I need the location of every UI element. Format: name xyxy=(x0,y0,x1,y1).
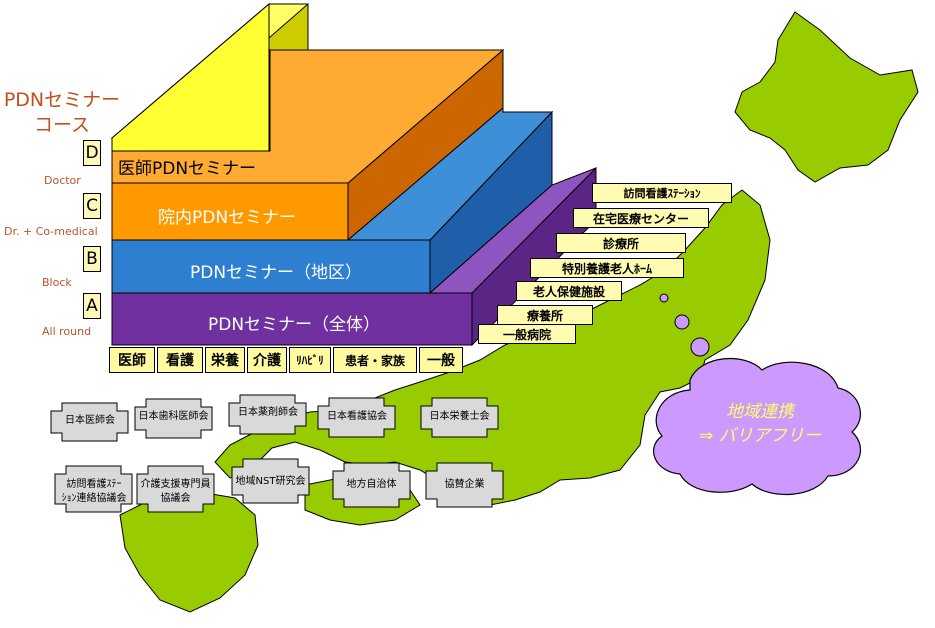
step-c-label: 院内PDNセミナー xyxy=(158,208,297,228)
level-d-badge: D xyxy=(83,140,101,166)
facility-sanatorium: 療養所 xyxy=(497,305,593,325)
level-d-label: Doctor xyxy=(44,174,81,187)
profession-rehab: ﾘﾊﾋﾞﾘ xyxy=(289,347,331,373)
step-a-label: PDNセミナー（全体） xyxy=(208,315,381,335)
org-label-2: 日本歯科医師会 xyxy=(138,411,209,422)
org-shape-1 xyxy=(50,402,129,442)
level-c-badge: C xyxy=(83,193,101,219)
org-label-9: 地方自治体 xyxy=(346,479,397,490)
facility-clinic: 診療所 xyxy=(556,233,686,253)
region-cloud-shape xyxy=(652,357,862,496)
org-label-4: 日本看護協会 xyxy=(327,411,387,422)
facility-visiting-nursing: 訪問看護ｽﾃｰｼｮﾝ xyxy=(592,183,732,203)
regional-cooperation-cloud: 地域連携 ⇒ バリアフリー xyxy=(680,400,840,448)
org-label-5: 日本栄養士会 xyxy=(429,411,490,422)
step-b-label: PDNセミナー（地区） xyxy=(190,263,363,283)
facility-special-nursing-home: 特別養護老人ﾎｰﾑ xyxy=(530,258,684,278)
facility-general-hospital: 一般病院 xyxy=(478,324,576,344)
org-shape-10 xyxy=(425,462,504,508)
org-shape-3 xyxy=(228,394,307,435)
org-shape-2 xyxy=(134,398,213,439)
level-a-label: All round xyxy=(42,325,92,338)
level-c-label: Dr. + Co-medical xyxy=(4,225,98,238)
cloud-line2: ⇒ バリアフリー xyxy=(699,426,821,446)
island-3 xyxy=(690,337,710,357)
islands xyxy=(659,293,710,357)
profession-patient-family: 患者・家族 xyxy=(333,347,417,373)
profession-care: 介護 xyxy=(247,347,287,373)
profession-nursing: 看護 xyxy=(157,347,203,373)
level-a-badge: A xyxy=(83,293,101,319)
org-shape-9 xyxy=(332,462,411,508)
org-shape-8 xyxy=(231,458,310,504)
step-d-front xyxy=(111,2,270,152)
course-title: PDNセミナー コース xyxy=(2,88,122,138)
organization-shapes xyxy=(50,394,504,513)
pdn-staircase xyxy=(110,2,597,347)
profession-nutrition: 栄養 xyxy=(205,347,245,373)
course-title-line1: PDNセミナー xyxy=(3,89,121,111)
facility-home-care-center: 在宅医療センター xyxy=(573,208,709,228)
level-b-label: Block xyxy=(42,276,72,289)
island-1 xyxy=(659,293,669,303)
map-hokkaido xyxy=(734,11,919,183)
org-label-3: 日本薬剤師会 xyxy=(238,407,298,418)
org-label-10: 協賛企業 xyxy=(444,479,485,490)
facility-elderly-health: 老人保健施設 xyxy=(516,281,622,301)
profession-general: 一般 xyxy=(419,347,463,373)
level-b-badge: B xyxy=(83,246,101,272)
cloud-line1: 地域連携 xyxy=(726,402,794,422)
org-label-1: 日本医師会 xyxy=(65,415,115,426)
course-title-line2: コース xyxy=(33,114,91,136)
org-shape-7 xyxy=(136,465,215,513)
org-label-7: 介護支援専門員協議会 xyxy=(140,479,211,504)
profession-doctor: 医師 xyxy=(109,347,155,373)
step-d-label: 医師PDNセミナー xyxy=(118,159,257,179)
org-label-6: 訪問看護ｽﾃｰｼｮﾝ連絡協議会 xyxy=(61,479,127,504)
org-shape-4 xyxy=(317,397,396,438)
org-label-8: 地域NST研究会 xyxy=(235,476,306,487)
step-a-front xyxy=(111,292,473,346)
island-2 xyxy=(674,314,690,330)
org-shape-6 xyxy=(54,465,133,513)
org-shape-5 xyxy=(420,397,499,438)
